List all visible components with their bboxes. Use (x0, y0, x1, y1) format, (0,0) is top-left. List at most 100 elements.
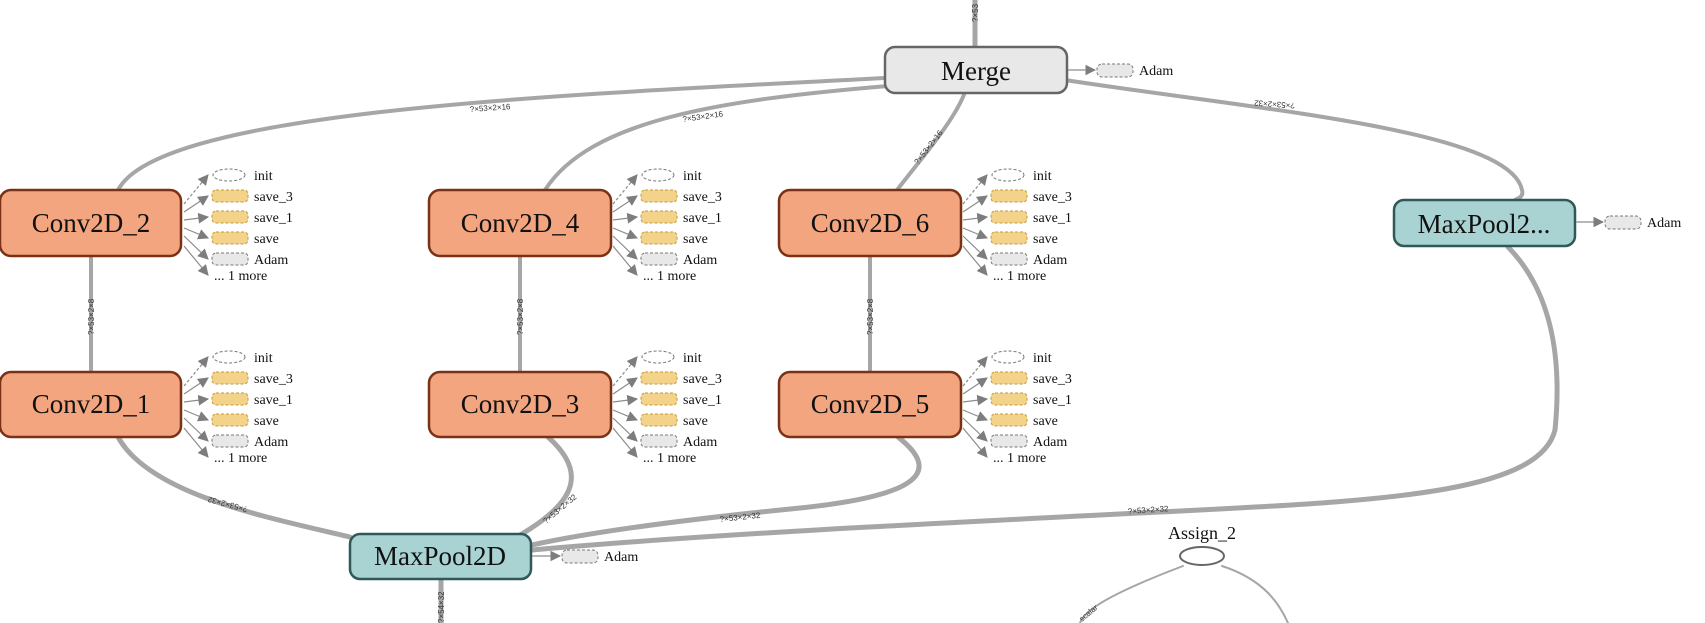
conv2d-6-aux-edge-more (962, 245, 988, 276)
conv2d-2-node[interactable]: Conv2D_2 (0, 188, 183, 258)
conv2d-2-node-box[interactable] (0, 188, 183, 258)
conv2d-3-node[interactable]: Conv2D_3 (427, 370, 613, 439)
conv2d-6-aux-label-save: save (1033, 232, 1058, 247)
conv2d-4-aux-edge-adam (612, 235, 638, 260)
conv2d-3-aux-label-save-1: save_1 (683, 393, 722, 408)
edge-merge-conv2d-6 (895, 90, 967, 192)
conv2d-5-aux-label-save-3: save_3 (1033, 372, 1072, 387)
conv2d-5-node[interactable]: Conv2D_5 (777, 370, 963, 439)
conv2d-3-node-box[interactable] (427, 370, 613, 439)
conv2d-4-aux-adam-shape (640, 252, 678, 266)
conv2d-4-aux-label-adam: Adam (683, 253, 717, 268)
conv2d-4-aux-edge-save_3 (612, 195, 638, 213)
conv2d-6-node-box[interactable] (777, 188, 963, 258)
maxpool2-aux-adam-label: Adam (1647, 216, 1681, 231)
merge-node-label: Merge (941, 56, 1011, 86)
conv2d-1-aux-label-save-1: save_1 (254, 393, 293, 408)
conv2d-5-aux-edge-more (962, 427, 988, 458)
conv2d-5-aux-edge-adam (962, 417, 988, 442)
conv2d-3-aux-label-save: save (683, 414, 708, 429)
conv2d-1-aux-label-init: init (254, 351, 273, 366)
conv2d-1-aux-save-1-shape (211, 392, 249, 406)
conv2d-5-node-label: Conv2D_5 (811, 389, 930, 419)
edge-assign-right (1221, 565, 1289, 623)
maxpool2-node-box[interactable] (1392, 198, 1577, 248)
conv2d-3-aux-save-1-shape (640, 392, 678, 406)
conv2d-3-aux-label-save-3: save_3 (683, 372, 722, 387)
merge-aux-adam-box (1096, 63, 1134, 78)
merge-node[interactable]: Merge (883, 45, 1069, 95)
conv2d-4-aux-label-save-3: save_3 (683, 190, 722, 205)
edge-label-conv2d-6-conv2d-5: ?×53×2×8 (866, 298, 875, 335)
conv2d-4-aux-save-3-shape (640, 189, 678, 203)
conv2d-6-aux-edge-save_3 (962, 195, 988, 213)
conv2d-4-node-box[interactable] (427, 188, 613, 258)
edge-conv2d-1-maxpool (115, 434, 353, 540)
conv2d-2-aux-label-save: save (254, 232, 279, 247)
conv2d-5-node-box[interactable] (777, 370, 963, 439)
edge-maxpool2-maxpool (529, 244, 1560, 553)
conv2d-2-aux-label-adam: Adam (254, 253, 288, 268)
conv2d-3-node-label: Conv2D_3 (461, 389, 580, 419)
conv2d-6-aux-label-save-3: save_3 (1033, 190, 1072, 205)
maxpool-node[interactable]: MaxPool2D (348, 532, 533, 581)
merge-aux-adam-label: Adam (1139, 64, 1173, 79)
edge-label-conv2d-1-maxpool: ?×53×2×32 (206, 494, 248, 513)
conv2d-1-node-box[interactable] (0, 370, 183, 439)
edge-label-conv2d-2-conv2d-1: ?×53×2×8 (87, 298, 96, 335)
conv2d-6-aux-label-save-1: save_1 (1033, 211, 1072, 226)
edge-label-merge-maxpool2: ?×53×2×32 (1253, 98, 1295, 110)
conv2d-4-aux-more-label: ... 1 more (643, 269, 696, 284)
assign-2-node[interactable]: Assign_2 (1168, 523, 1236, 566)
conv2d-4-aux-label-init: init (683, 169, 702, 184)
conv2d-6-aux-label-init: init (1033, 169, 1052, 184)
conv2d-6-aux-save-shape (990, 231, 1028, 245)
conv2d-1-aux-edge-more (183, 427, 209, 458)
conv2d-6-aux-save-1-shape (990, 210, 1028, 224)
assign-2-node-ellipse[interactable] (1179, 546, 1225, 566)
merge-node-box[interactable] (883, 45, 1069, 95)
edge-merge-conv2d-2 (116, 76, 887, 192)
maxpool-aux: Adam (532, 549, 638, 565)
conv2d-2-aux-save-3-shape (211, 189, 249, 203)
conv2d-6-node[interactable]: Conv2D_6 (777, 188, 963, 258)
conv2d-1-node[interactable]: Conv2D_1 (0, 370, 183, 439)
conv2d-1-aux-label-adam: Adam (254, 435, 288, 450)
maxpool-aux-adam-box (561, 549, 599, 564)
conv2d-3-aux-edge-save (612, 409, 638, 422)
conv2d-3-aux-edge-save_1 (612, 394, 639, 406)
conv2d-6-aux-save-3-shape (990, 189, 1028, 203)
edge-assign-left (1079, 565, 1184, 623)
edge-label-conv2d-5-maxpool: ?×53×2×32 (719, 511, 761, 524)
conv2d-1-aux-save-shape (211, 413, 249, 427)
conv2d-4-node[interactable]: Conv2D_4 (427, 188, 613, 258)
maxpool-node-box[interactable] (348, 532, 533, 581)
conv2d-4-aux-label-save: save (683, 232, 708, 247)
maxpool2-aux: Adam (1576, 215, 1681, 231)
conv2d-6-aux-edge-save (962, 227, 988, 240)
conv2d-6-aux-edge-init (962, 174, 988, 205)
conv2d-2-aux-edge-save_3 (183, 195, 209, 213)
edge-conv2d-5-maxpool (529, 434, 922, 548)
conv2d-5-aux-save-shape (990, 413, 1028, 427)
conv2d-4-aux-save-1-shape (640, 210, 678, 224)
conv2d-3-aux-edge-save_3 (612, 377, 638, 395)
conv2d-6-aux-init-shape (991, 168, 1025, 182)
conv2d-3-aux-adam-shape (640, 434, 678, 448)
edge-label-top: ?×53 (971, 3, 980, 22)
edge-label-maxpool-output: ?×54×32 (437, 591, 446, 623)
assign-2-node-label: Assign_2 (1168, 523, 1236, 543)
conv2d-6-aux-more-label: ... 1 more (993, 269, 1046, 284)
conv2d-3-aux-label-adam: Adam (683, 435, 717, 450)
edge-label-merge-conv2d-6: ?×53×2×16 (912, 128, 944, 166)
maxpool2-node[interactable]: MaxPool2... (1392, 198, 1577, 248)
conv2d-6-node-label: Conv2D_6 (811, 208, 930, 238)
conv2d-6-aux-label-adam: Adam (1033, 253, 1067, 268)
conv2d-3-aux-edge-more (612, 427, 638, 458)
conv2d-2-aux-label-save-3: save_3 (254, 190, 293, 205)
conv2d-1-aux-edge-adam (183, 417, 209, 442)
